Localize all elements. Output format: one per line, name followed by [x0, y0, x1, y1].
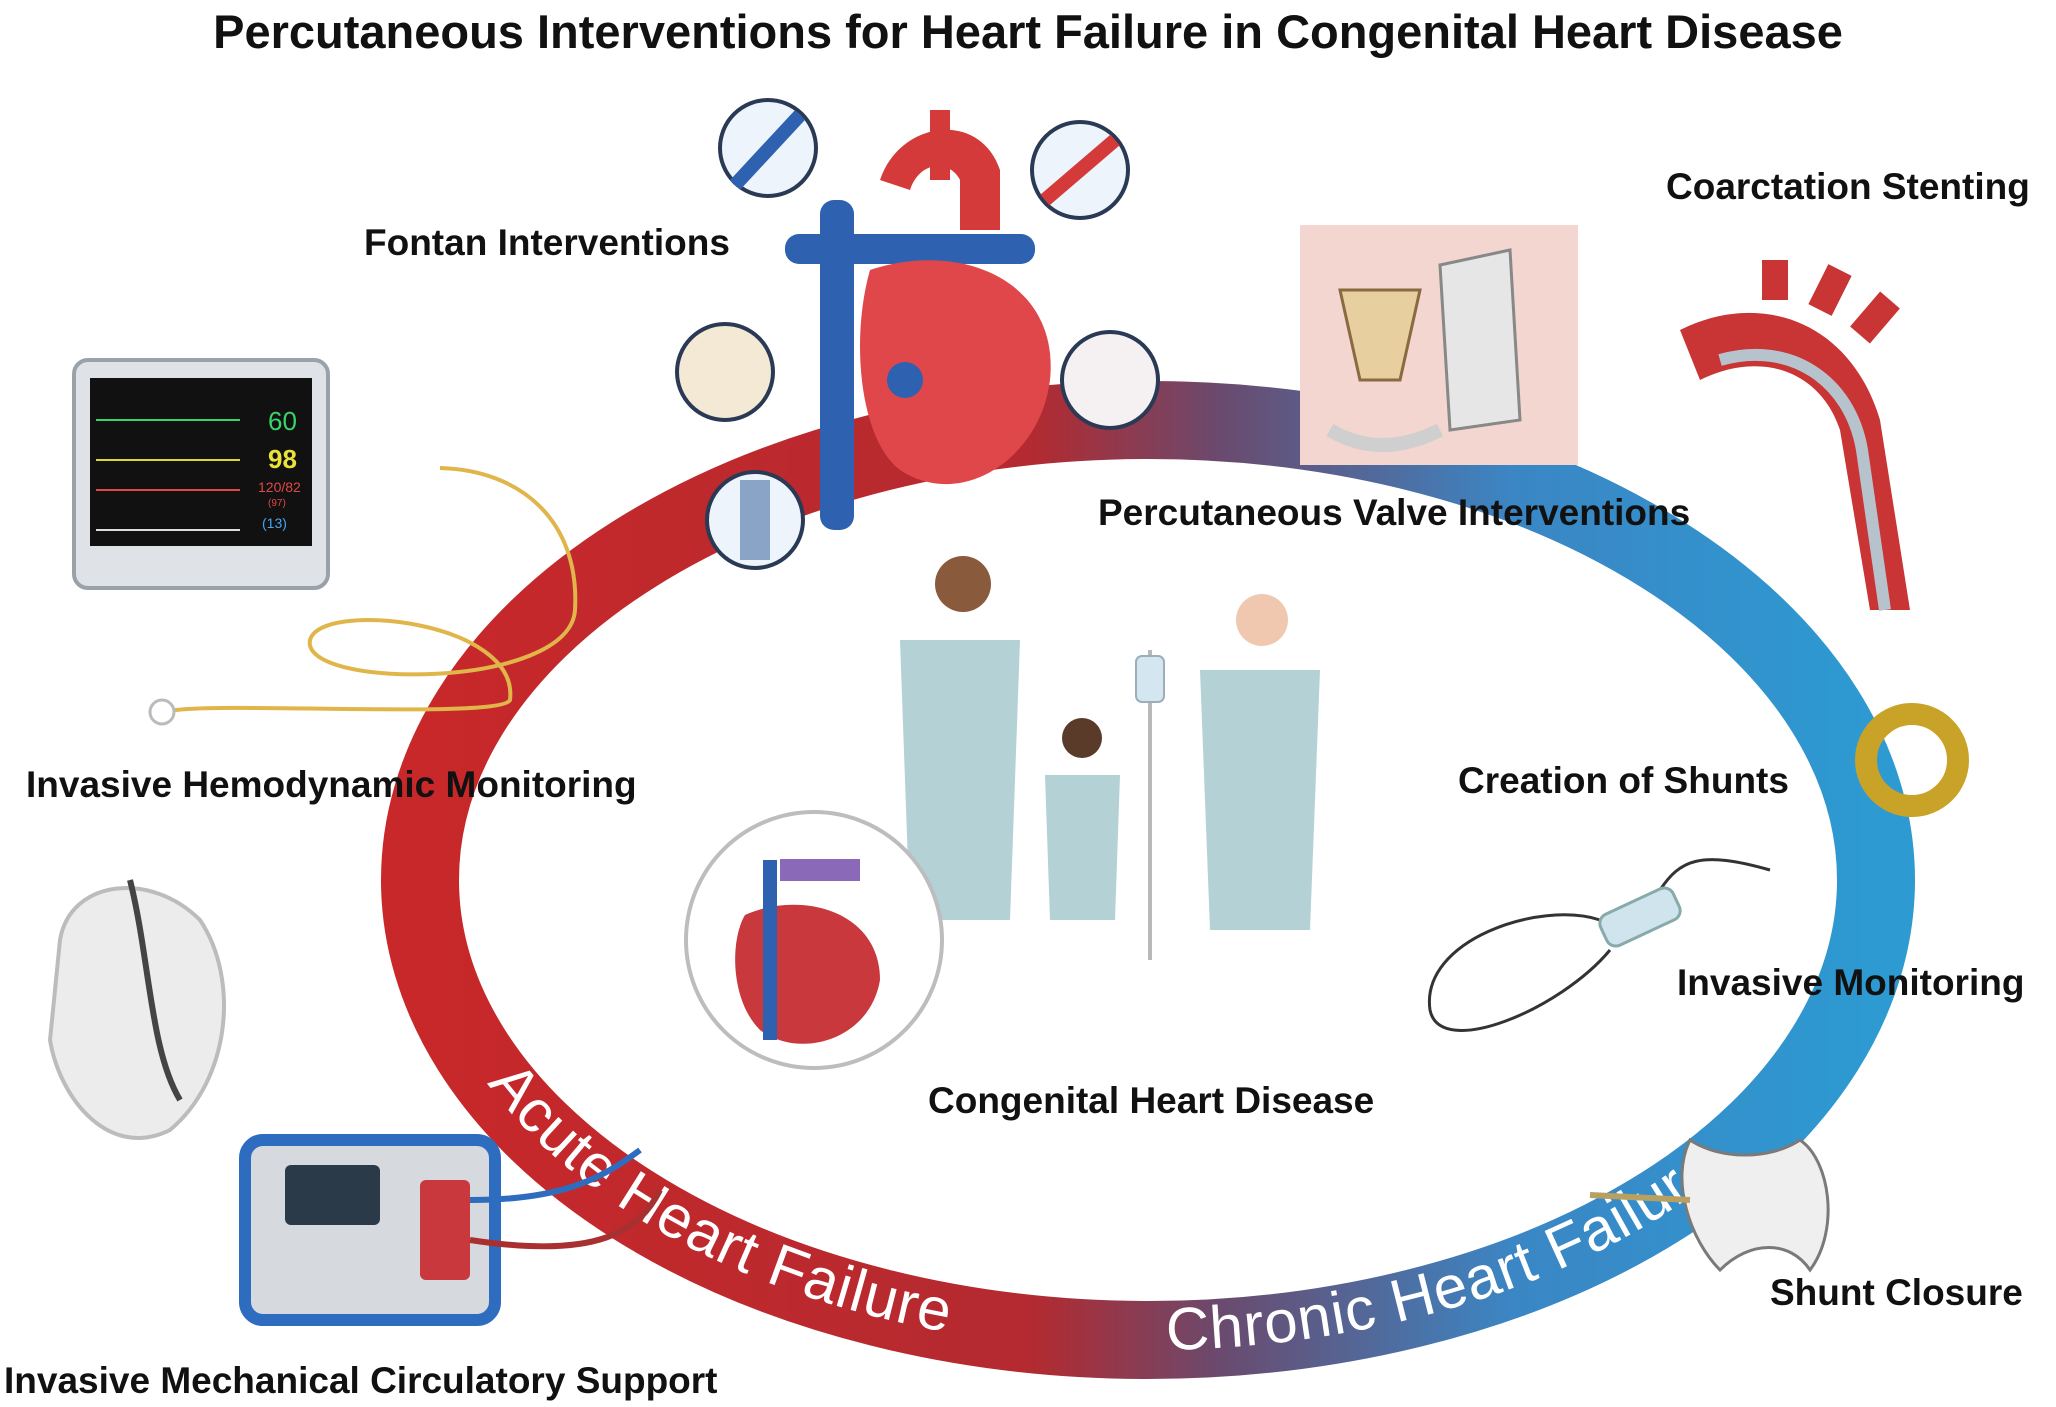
label-invasive-monitoring: Invasive Monitoring	[1677, 962, 2025, 1003]
page-title: Percutaneous Interventions for Heart Fai…	[213, 5, 1843, 58]
monitor-cvp: (13)	[262, 515, 287, 531]
acute-hf-label: Acute Heart Failure	[477, 1049, 958, 1345]
impella-heart-illustration	[47, 879, 226, 1140]
shunt-closure-device	[1589, 1137, 1830, 1273]
monitor-map: (97)	[268, 498, 286, 509]
monitor-spo2: 98	[268, 444, 297, 474]
valve-intervention-illustration	[1300, 225, 1578, 465]
patients-family-illustration	[900, 556, 1320, 960]
fontan-heart-illustration	[785, 110, 1051, 530]
swan-ganz-catheter	[148, 466, 578, 726]
svg-text:Acute Heart Failure: Acute Heart Failure	[477, 1049, 959, 1345]
monitor-bp: 120/82	[258, 479, 301, 495]
label-creation-of-shunts: Creation of Shunts	[1458, 760, 1789, 801]
label-coarctation-stenting: Coarctation Stenting	[1666, 166, 2030, 207]
fontan-inset-circles	[675, 98, 1160, 570]
patient-monitor: 60 98 120/82 (97) (13)	[72, 358, 330, 590]
congenital-heart-inset	[684, 810, 944, 1070]
label-shunt-closure: Shunt Closure	[1770, 1272, 2023, 1313]
label-mechanical-circulatory-support: Invasive Mechanical Circulatory Support	[4, 1360, 718, 1401]
ecmo-console-illustration	[239, 1134, 663, 1326]
label-congenital-heart-disease: Congenital Heart Disease	[928, 1080, 1375, 1121]
label-percutaneous-valve-interventions: Percutaneous Valve Interventions	[1098, 492, 1691, 533]
monitor-hr: 60	[268, 406, 297, 436]
label-fontan-interventions: Fontan Interventions	[364, 222, 730, 263]
label-invasive-hemodynamic-monitoring: Invasive Hemodynamic Monitoring	[26, 764, 637, 805]
coarctation-stent-illustration	[1680, 260, 1910, 611]
implantable-monitor-device	[1428, 858, 1771, 1032]
shunt-creation-device	[1855, 703, 1969, 817]
